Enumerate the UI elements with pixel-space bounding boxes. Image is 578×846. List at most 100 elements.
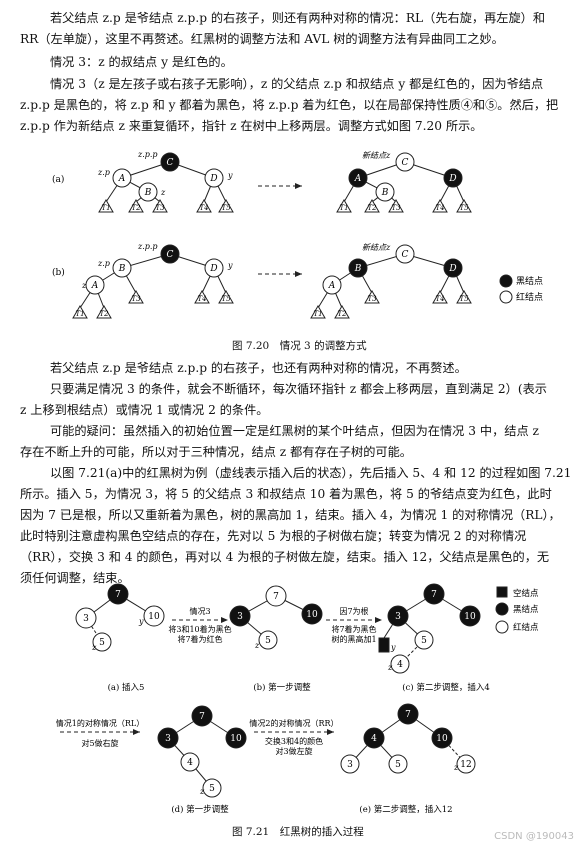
- svg-text:3: 3: [83, 614, 89, 624]
- tree-nodes: [85, 152, 513, 304]
- watermark: CSDN @190043: [494, 831, 574, 842]
- svg-text:B: B: [381, 188, 389, 198]
- para-2-line-1: 情况 3（z 是左孩子或右孩子无影响），z 的父结点 z.p 和叔结点 y 都是…: [50, 77, 544, 91]
- svg-text:z: z: [199, 787, 205, 796]
- svg-text:T1: T1: [101, 204, 110, 212]
- para-1-line-2: RR（左单旋），这里不再赘述。红黑树的调整方法和 AVL 树的调整方法有异曲同工…: [20, 32, 504, 46]
- case3-heading: 情况 3：z 的叔结点 y 是红色的。: [50, 55, 233, 69]
- para-6-line-2: 所示。插入 5，为情况 3，将 5 的父结点 3 和叔结点 10 着为黑色，将 …: [20, 487, 552, 501]
- svg-text:(e) 第二步调整，插入12: (e) 第二步调整，插入12: [359, 804, 452, 815]
- svg-text:T5: T5: [221, 204, 231, 212]
- svg-text:10: 10: [306, 610, 318, 620]
- svg-text:T3: T3: [131, 295, 141, 303]
- svg-text:A: A: [328, 281, 336, 291]
- svg-text:(b) 第一步调整: (b) 第一步调整: [253, 682, 311, 693]
- fig720-labels: (a) (b) 黑结点 红结点: [52, 174, 543, 303]
- para-6-line-4: 此时特别注意虚构黑色空结点的存在，先对以 5 为根的子树做右旋；转变为情况 2 …: [20, 529, 527, 543]
- svg-text:T3: T3: [155, 204, 165, 212]
- para-1-line-1: 若父结点 z.p 是爷结点 z.p.p 的右孩子，则还有两种对称的情况：RL（先…: [50, 11, 546, 25]
- svg-text:3: 3: [395, 612, 401, 622]
- svg-text:D: D: [209, 174, 217, 184]
- svg-text:T4: T4: [197, 295, 206, 303]
- svg-text:7: 7: [199, 712, 205, 722]
- para-2-line-2: z.p.p 是黑色的，将 z.p 和 y 都着为黑色，将 z.p.p 着为红色，…: [20, 98, 559, 112]
- svg-text:T3: T3: [391, 204, 401, 212]
- para-4-line-2: z 上移到根结点）或情况 1 或情况 2 的条件。: [20, 403, 269, 417]
- figure-7-21: 7 3 10 5 7 3 10 5 7 3 10 5 4 7 3 10 4 5 …: [56, 583, 539, 815]
- fig720-caption: 图 7.20 情况 3 的调整方式: [232, 340, 367, 352]
- svg-text:4: 4: [187, 758, 193, 768]
- fig721-caption: 图 7.21 红黑树的插入过程: [232, 826, 364, 838]
- svg-text:5: 5: [265, 636, 271, 646]
- para-5-line-2: 存在不断上升的可能，所以对于三种情况，结点 z 都有存在子树的可能。: [20, 445, 412, 459]
- svg-text:4: 4: [371, 734, 377, 744]
- svg-text:C: C: [167, 158, 174, 168]
- svg-text:情况1的对称情况（RL）: 情况1的对称情况（RL）: [56, 718, 144, 728]
- svg-text:y: y: [227, 171, 233, 180]
- svg-text:A: A: [118, 174, 126, 184]
- svg-text:新结点z: 新结点z: [362, 243, 391, 252]
- fig721-step-texts: 情况3 将3和10着为黑色 将7着为红色 因7为根 将7着为黑色 树的黑高加1 …: [56, 606, 377, 756]
- svg-text:z: z: [81, 281, 87, 290]
- svg-text:(d) 第一步调整: (d) 第一步调整: [171, 804, 229, 815]
- fig721-legend: 空结点 黑结点 红结点: [513, 588, 539, 633]
- svg-text:T4: T4: [435, 295, 444, 303]
- svg-text:T2: T2: [99, 310, 109, 318]
- svg-text:空结点: 空结点: [513, 588, 539, 599]
- svg-text:将7着为红色: 将7着为红色: [177, 634, 222, 644]
- svg-text:T3: T3: [367, 295, 377, 303]
- para-5-line-1: 可能的疑问：虽然插入的初始位置一定是红黑树的某个叶结点，但因为在情况 3 中，结…: [50, 424, 539, 438]
- pointer-labels: z.p.p z.p z y 新结点z z.p.p z.p z y 新结点z: [81, 150, 391, 290]
- svg-text:12: 12: [460, 760, 471, 770]
- svg-text:对3做左旋: 对3做左旋: [275, 746, 312, 756]
- svg-text:7: 7: [273, 592, 279, 602]
- svg-text:对5做右旋: 对5做右旋: [81, 738, 118, 748]
- svg-text:10: 10: [464, 612, 476, 622]
- para-6-line-3: 因为 7 已是根，所以又重新着为黑色，树的黑高加 1，结束。插入 4，为情况 1…: [20, 508, 561, 522]
- svg-text:(a): (a): [52, 174, 64, 185]
- svg-text:B: B: [144, 188, 152, 198]
- svg-text:C: C: [402, 158, 409, 168]
- svg-text:C: C: [167, 250, 174, 260]
- svg-text:A: A: [354, 174, 362, 184]
- svg-text:4: 4: [397, 660, 403, 670]
- svg-text:3: 3: [347, 760, 353, 770]
- svg-text:D: D: [448, 264, 456, 274]
- subtree-triangles: [72, 199, 472, 319]
- svg-text:z: z: [91, 643, 97, 652]
- svg-text:3: 3: [237, 612, 243, 622]
- svg-text:7: 7: [431, 590, 437, 600]
- svg-text:将3和10着为黑色: 将3和10着为黑色: [168, 624, 231, 634]
- svg-text:10: 10: [148, 612, 160, 622]
- svg-text:10: 10: [230, 734, 242, 744]
- svg-text:5: 5: [209, 784, 215, 794]
- svg-text:T4: T4: [199, 204, 208, 212]
- svg-text:y: y: [390, 643, 396, 652]
- svg-text:T2: T2: [367, 204, 377, 212]
- svg-text:树的黑高加1: 树的黑高加1: [331, 634, 376, 644]
- svg-text:红结点: 红结点: [516, 291, 543, 303]
- svg-text:T5: T5: [459, 295, 469, 303]
- svg-text:7: 7: [405, 710, 411, 720]
- svg-text:T2: T2: [337, 310, 347, 318]
- para-3: 若父结点 z.p 是爷结点 z.p.p 的右孩子，也还有两种对称的情况，不再赘述…: [50, 361, 467, 375]
- svg-text:T2: T2: [131, 204, 141, 212]
- svg-text:5: 5: [395, 760, 401, 770]
- svg-text:黑结点: 黑结点: [516, 275, 543, 287]
- svg-text:5: 5: [421, 636, 427, 646]
- fig721-nodes: [75, 583, 509, 798]
- svg-text:z: z: [387, 663, 393, 672]
- svg-text:(b): (b): [52, 267, 65, 278]
- svg-text:黑结点: 黑结点: [513, 604, 539, 615]
- svg-text:y: y: [138, 617, 144, 626]
- svg-text:z: z: [453, 763, 459, 772]
- para-4-line-1: 只要满足情况 3 的条件，就会不断循环，每次循环指针 z 都会上移两层，直到满足…: [50, 382, 547, 396]
- svg-text:(a) 插入5: (a) 插入5: [108, 682, 145, 693]
- para-6-line-6: 须任何调整，结束。: [20, 571, 130, 585]
- svg-text:T5: T5: [459, 204, 469, 212]
- fig721-pointers: z y z z y z z: [91, 617, 459, 796]
- svg-text:情况2的对称情况（RR）: 情况2的对称情况（RR）: [249, 718, 338, 728]
- svg-text:z.p.p: z.p.p: [137, 150, 158, 159]
- svg-text:z: z: [254, 641, 260, 650]
